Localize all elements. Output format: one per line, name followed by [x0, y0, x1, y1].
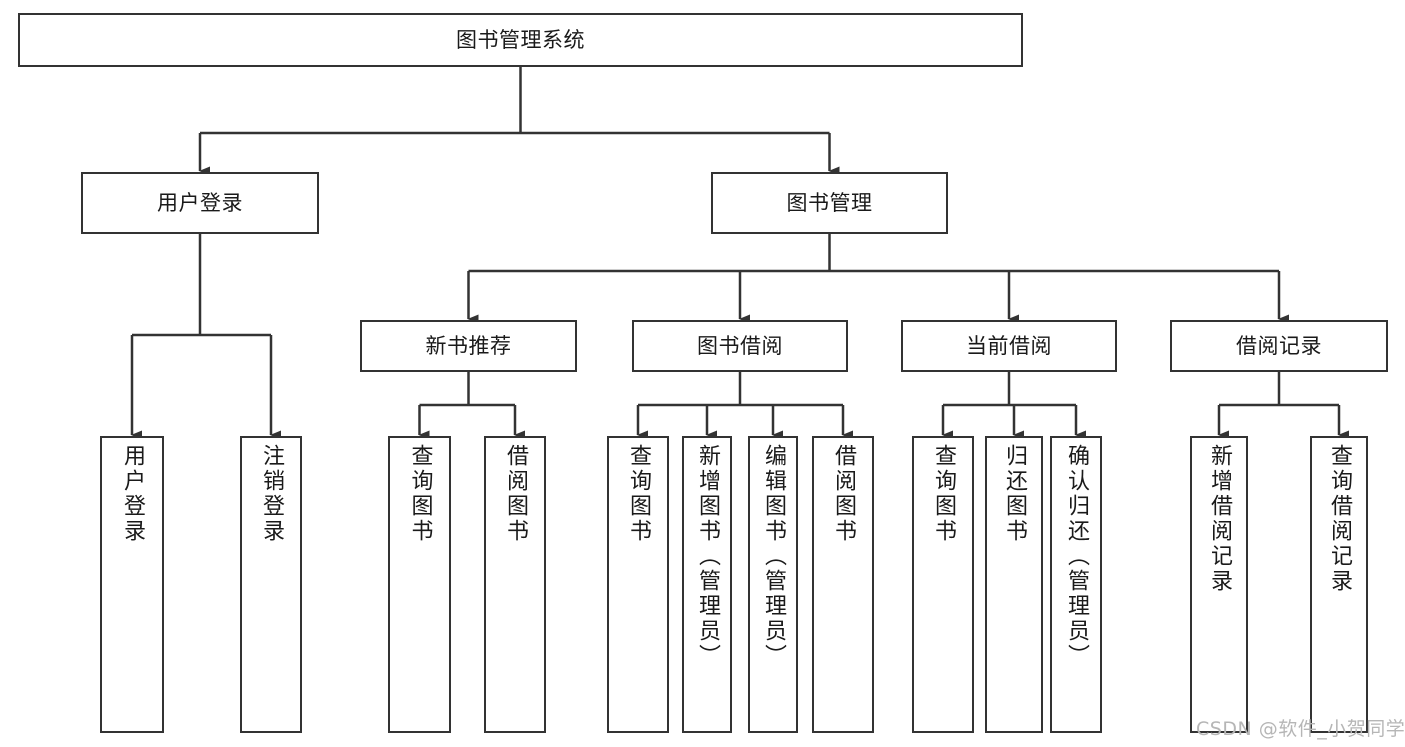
- node-leaf-return-book[interactable]: 归还图书: [985, 436, 1043, 733]
- node-label: 用户登录: [120, 444, 145, 544]
- node-label: 归还图书: [1002, 444, 1027, 544]
- node-label: 确认归还（管理员）: [1064, 444, 1089, 669]
- node-leaf-borrow-book-1[interactable]: 借阅图书: [484, 436, 546, 733]
- node-label: 图书管理系统: [456, 27, 585, 52]
- node-new-book-rec[interactable]: 新书推荐: [360, 320, 577, 372]
- node-current-borrow[interactable]: 当前借阅: [901, 320, 1117, 372]
- node-label: 借阅图书: [831, 444, 856, 544]
- node-label: 查询借阅记录: [1327, 444, 1352, 594]
- node-label: 新书推荐: [425, 333, 512, 358]
- node-book-borrow[interactable]: 图书借阅: [632, 320, 848, 372]
- node-leaf-add-book[interactable]: 新增图书（管理员）: [682, 436, 732, 733]
- wire-layer: [130, 67, 1349, 440]
- node-label: 查询图书: [407, 444, 433, 544]
- node-label: 编辑图书（管理员）: [761, 444, 786, 669]
- node-leaf-user-login[interactable]: 用户登录: [100, 436, 164, 733]
- node-label: 图书管理: [786, 190, 873, 215]
- node-label: 查询图书: [931, 444, 956, 544]
- node-leaf-confirm-return[interactable]: 确认归还（管理员）: [1050, 436, 1102, 733]
- node-root[interactable]: 图书管理系统: [18, 13, 1023, 67]
- node-leaf-borrow-book-2[interactable]: 借阅图书: [812, 436, 874, 733]
- node-book-manage[interactable]: 图书管理: [711, 172, 948, 234]
- watermark-text: CSDN @软件_小贺同学: [1196, 718, 1405, 740]
- node-leaf-user-logout[interactable]: 注销登录: [240, 436, 302, 733]
- node-leaf-edit-book[interactable]: 编辑图书（管理员）: [748, 436, 798, 733]
- node-label: 新增图书（管理员）: [695, 444, 720, 669]
- node-leaf-query-book-2[interactable]: 查询图书: [607, 436, 669, 733]
- node-label: 用户登录: [157, 190, 243, 215]
- node-label: 当前借阅: [966, 333, 1052, 358]
- node-leaf-query-book-3[interactable]: 查询图书: [912, 436, 974, 733]
- node-user-login[interactable]: 用户登录: [81, 172, 319, 234]
- node-label: 查询图书: [626, 444, 651, 544]
- node-label: 新增借阅记录: [1207, 444, 1232, 594]
- node-borrow-record[interactable]: 借阅记录: [1170, 320, 1388, 372]
- node-label: 图书借阅: [697, 333, 783, 358]
- node-leaf-add-record[interactable]: 新增借阅记录: [1190, 436, 1248, 733]
- node-leaf-query-record[interactable]: 查询借阅记录: [1310, 436, 1368, 733]
- node-leaf-query-book-1[interactable]: 查询图书: [388, 436, 451, 733]
- node-label: 借阅记录: [1236, 333, 1322, 358]
- node-label: 借阅图书: [503, 444, 528, 544]
- node-label: 注销登录: [259, 444, 284, 544]
